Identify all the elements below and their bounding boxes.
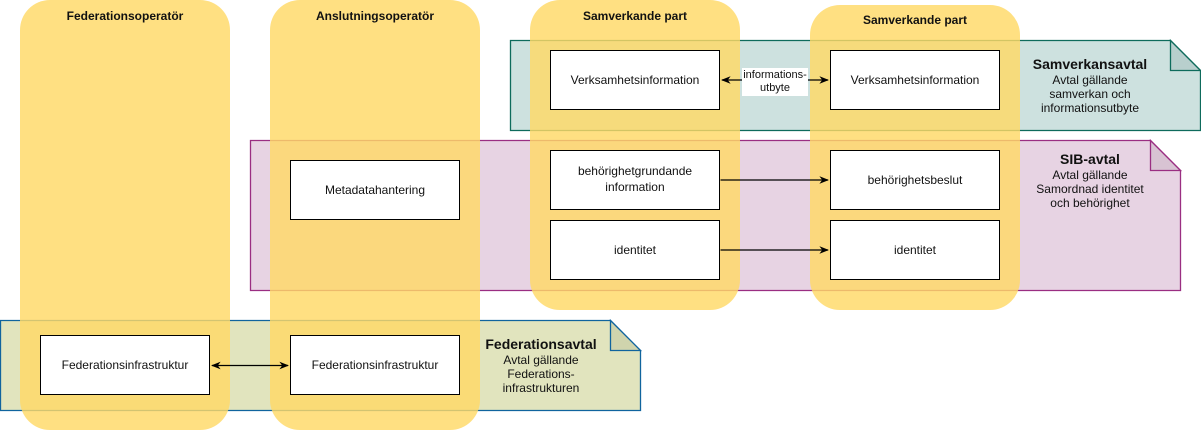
federationsavtal-text: Federationsavtal Avtal gällande Federati… bbox=[481, 336, 601, 395]
note-line: infrastrukturen bbox=[502, 381, 580, 395]
box-label: information bbox=[605, 180, 665, 194]
note-fold-icon bbox=[609, 318, 643, 352]
connector-label-informationsutbyte: informations- utbyte bbox=[742, 68, 808, 96]
note-line: och behörighet bbox=[1050, 196, 1130, 210]
sib-avtal-text: SIB-avtal Avtal gällande Samordnad ident… bbox=[1025, 151, 1155, 210]
column-title: Samverkande part bbox=[582, 9, 688, 23]
box-label: Verksamhetsinformation bbox=[850, 73, 980, 87]
box-identitet-right[interactable]: identitet bbox=[830, 220, 1000, 280]
box-label: Metadatahantering bbox=[324, 183, 426, 197]
box-label: Federationsinfrastruktur bbox=[61, 358, 189, 372]
note-line: informationsutbyte bbox=[1040, 101, 1140, 115]
connector-label-line: informations- bbox=[743, 69, 807, 81]
box-verksamhetsinformation-right[interactable]: Verksamhetsinformation bbox=[830, 50, 1000, 110]
box-federationsinfrastruktur-left[interactable]: Federationsinfrastruktur bbox=[40, 335, 210, 395]
box-behorighetgrundande-information[interactable]: behörighetgrundande information bbox=[550, 150, 720, 210]
box-label: Federationsinfrastruktur bbox=[311, 358, 439, 372]
sib-avtal-title: SIB-avtal bbox=[1060, 151, 1120, 167]
box-label: behörighetsbeslut bbox=[867, 173, 963, 187]
box-identitet-left[interactable]: identitet bbox=[550, 220, 720, 280]
connector-label-line: utbyte bbox=[760, 82, 790, 94]
federationsavtal-title: Federationsavtal bbox=[485, 336, 597, 352]
note-line: samverkan och bbox=[1049, 87, 1131, 101]
samverkansavtal-title: Samverkansavtal bbox=[1032, 56, 1148, 72]
samverkansavtal-text: Samverkansavtal Avtal gällande samverkan… bbox=[1020, 56, 1160, 115]
note-line: Avtal gällande bbox=[503, 353, 579, 367]
note-fold-icon bbox=[1169, 38, 1201, 72]
column-title: Federationsoperatör bbox=[66, 9, 184, 23]
box-behorighetsbeslut[interactable]: behörighetsbeslut bbox=[830, 150, 1000, 210]
column-title: Samverkande part bbox=[862, 13, 968, 27]
note-line: Avtal gällande bbox=[1052, 168, 1128, 182]
box-label: behörighetgrundande bbox=[577, 164, 693, 178]
note-line: Avtal gällande bbox=[1052, 73, 1128, 87]
box-label: identitet bbox=[613, 243, 657, 257]
note-line: Federations- bbox=[507, 367, 575, 381]
box-verksamhetsinformation-left[interactable]: Verksamhetsinformation bbox=[550, 50, 720, 110]
box-federationsinfrastruktur-right[interactable]: Federationsinfrastruktur bbox=[290, 335, 460, 395]
box-label: Verksamhetsinformation bbox=[570, 73, 700, 87]
box-label: identitet bbox=[893, 243, 937, 257]
box-metadatahantering[interactable]: Metadatahantering bbox=[290, 160, 460, 220]
note-line: Samordnad identitet bbox=[1036, 182, 1144, 196]
column-title: Anslutningsoperatör bbox=[315, 9, 434, 23]
note-fold-icon bbox=[1149, 138, 1183, 172]
